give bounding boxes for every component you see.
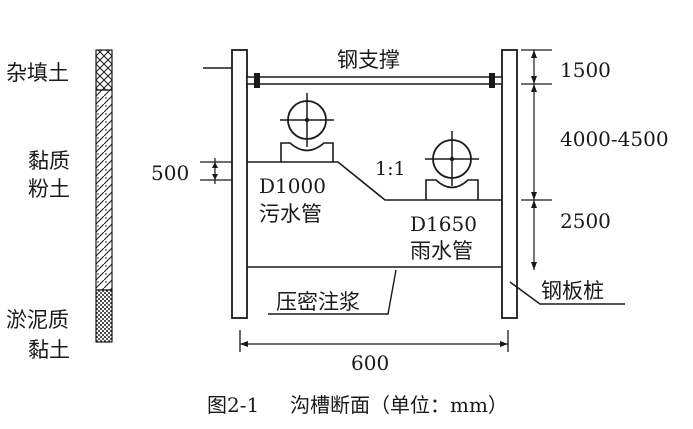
trench-bottom-profile <box>247 161 502 201</box>
grouting-leader <box>268 269 397 315</box>
soil-column <box>95 49 113 343</box>
steel-strut <box>246 73 503 88</box>
right-dimension <box>521 49 552 270</box>
dimension-width: 600 <box>351 351 389 375</box>
mud-clay-layer <box>95 289 113 343</box>
soil-label-silty-clay-1: 黏质 <box>28 149 70 173</box>
storm-pipe-cradle <box>425 179 479 200</box>
soil-label-silty-clay-2: 粉土 <box>28 177 70 201</box>
sewer-name-label: 污水管 <box>259 202 322 226</box>
storm-pipe <box>425 131 479 200</box>
storm-size-label: D1650 <box>410 212 477 236</box>
dimension-left-step: 500 <box>151 161 189 185</box>
soil-label-mud-clay-2: 黏土 <box>28 338 70 362</box>
soil-label-mud-clay-1: 淤泥质 <box>6 308 69 332</box>
sheet-pile-leader <box>509 281 625 305</box>
silty-clay-layer <box>95 89 113 291</box>
dimension-middle: 4000-4500 <box>560 127 669 151</box>
storm-name-label: 雨水管 <box>410 239 473 263</box>
dimension-bottom: 2500 <box>560 209 611 233</box>
sewer-pipe-cradle <box>280 142 334 162</box>
sheet-pile-left <box>231 49 248 319</box>
sewer-pipe <box>280 93 334 162</box>
sheet-pile-label: 钢板桩 <box>541 279 604 303</box>
left-step-dimension <box>200 158 232 184</box>
soil-label-fill: 杂填土 <box>6 61 69 85</box>
slope-label: 1:1 <box>375 158 406 180</box>
steel-strut-label: 钢支撑 <box>337 48 400 72</box>
grouting-label: 压密注浆 <box>276 290 360 314</box>
sheet-pile-right <box>501 49 518 319</box>
sewer-size-label: D1000 <box>259 174 326 198</box>
caption-title: 沟槽断面（单位：mm） <box>290 393 508 417</box>
caption-number: 图2-1 <box>207 393 259 417</box>
dimension-top: 1500 <box>560 58 611 82</box>
fill-layer <box>95 49 113 91</box>
bottom-dimension <box>239 330 509 352</box>
